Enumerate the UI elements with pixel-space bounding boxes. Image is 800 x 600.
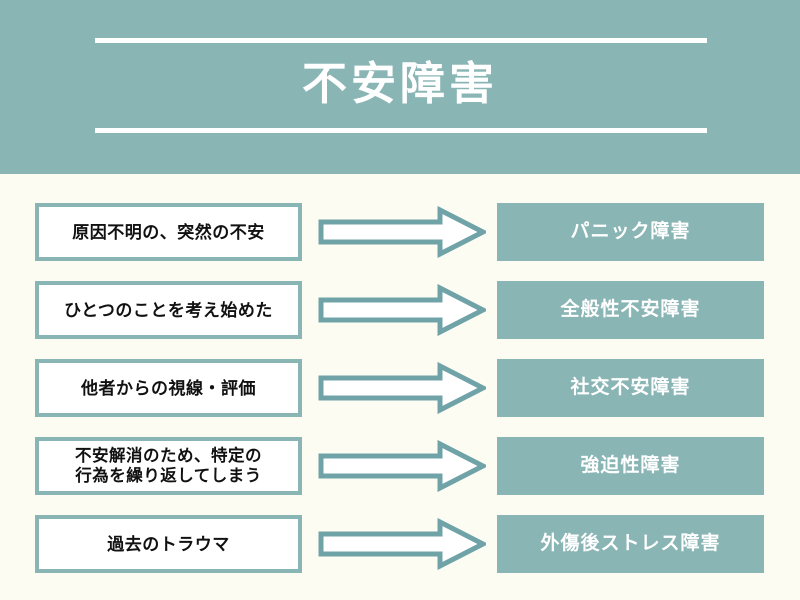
diagram-row: 過去のトラウマ 外傷後ストレス障害 — [0, 515, 800, 573]
cause-label: 過去のトラウマ — [107, 534, 230, 554]
header-rule-bottom — [95, 128, 707, 133]
right-arrow-icon — [318, 206, 486, 258]
cause-box[interactable]: 他者からの視線・評価 — [35, 359, 302, 417]
cause-box[interactable]: 原因不明の、突然の不安 — [35, 203, 302, 261]
disorder-box[interactable]: パニック障害 — [497, 203, 764, 261]
header-rule-top — [95, 38, 707, 43]
disorder-label: 外傷後ストレス障害 — [540, 533, 721, 554]
right-arrow-icon — [318, 362, 486, 414]
cause-box[interactable]: 過去のトラウマ — [35, 515, 302, 573]
diagram-row: 原因不明の、突然の不安 パニック障害 — [0, 203, 800, 261]
disorder-label: 全般性不安障害 — [560, 299, 701, 320]
diagram-row: 不安解消のため、特定の 行為を繰り返してしまう 強迫性障害 — [0, 437, 800, 495]
diagram-row: ひとつのことを考え始めた 全般性不安障害 — [0, 281, 800, 339]
disorder-box[interactable]: 外傷後ストレス障害 — [497, 515, 764, 573]
diagram-rows: 原因不明の、突然の不安 パニック障害 ひとつのことを考え始めた — [0, 174, 800, 600]
cause-label: 不安解消のため、特定の 行為を繰り返してしまう — [75, 447, 262, 485]
right-arrow-icon — [318, 440, 486, 492]
right-arrow-icon — [318, 284, 486, 336]
disorder-box[interactable]: 全般性不安障害 — [497, 281, 764, 339]
cause-label: 他者からの視線・評価 — [81, 378, 256, 398]
cause-label: ひとつのことを考え始めた — [64, 300, 273, 320]
header-band: 不安障害 — [0, 0, 800, 174]
cause-box[interactable]: ひとつのことを考え始めた — [35, 281, 302, 339]
disorder-label: 社交不安障害 — [570, 377, 691, 398]
disorder-label: 強迫性障害 — [580, 455, 681, 476]
diagram-row: 他者からの視線・評価 社交不安障害 — [0, 359, 800, 417]
disorder-box[interactable]: 強迫性障害 — [497, 437, 764, 495]
disorder-box[interactable]: 社交不安障害 — [497, 359, 764, 417]
disorder-label: パニック障害 — [570, 221, 691, 242]
cause-label: 原因不明の、突然の不安 — [72, 222, 265, 242]
cause-box[interactable]: 不安解消のため、特定の 行為を繰り返してしまう — [35, 437, 302, 495]
right-arrow-icon — [318, 518, 486, 570]
page-title: 不安障害 — [301, 58, 498, 109]
